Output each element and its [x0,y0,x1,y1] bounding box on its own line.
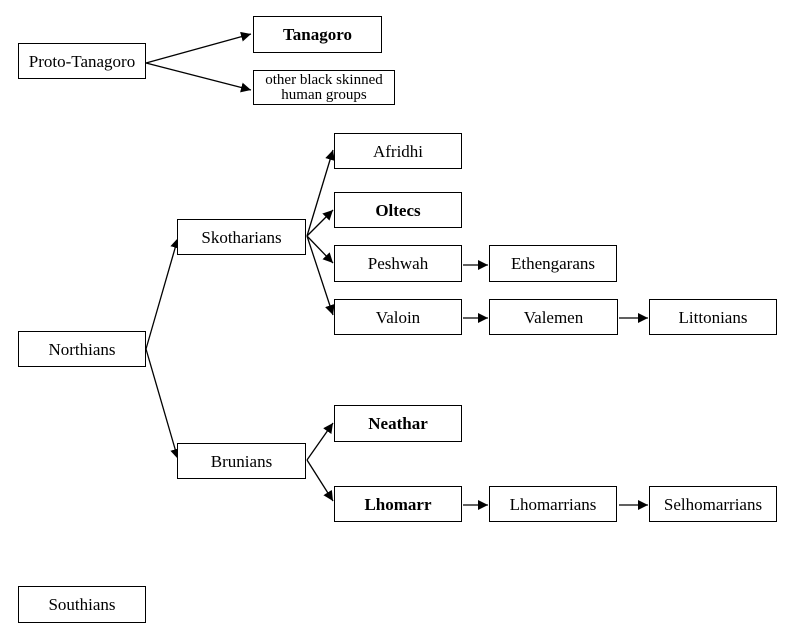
arrow-skotharians-to-valoin [306,235,335,316]
arrow-northians-to-skotharians [145,237,181,350]
node-ethengarans: Ethengarans [489,245,617,282]
node-proto-tanagoro: Proto-Tanagoro [18,43,146,79]
node-selhomarrians: Selhomarrians [649,486,777,522]
arrow-skotharians-to-afridhi [306,149,335,237]
node-valoin: Valoin [334,299,462,335]
arrow-skotharians-to-oltecs [306,209,334,237]
node-lhomarrians: Lhomarrians [489,486,617,522]
node-afridhi: Afridhi [334,133,462,169]
node-valemen: Valemen [489,299,618,335]
arrow-brunians-to-lhomarr [306,459,334,502]
node-other-black-skinned-human-groups: other black skinned human groups [253,70,395,105]
node-skotharians: Skotharians [177,219,306,255]
node-northians: Northians [18,331,146,367]
node-lhomarr: Lhomarr [334,486,462,522]
node-neathar: Neathar [334,405,462,442]
node-tanagoro: Tanagoro [253,16,382,53]
arrow-skotharians-to-peshwah [306,235,334,264]
arrow-proto-tanagoro-to-tanagoro [145,31,252,64]
node-peshwah: Peshwah [334,245,462,282]
arrow-proto-tanagoro-to-other-black [145,62,252,93]
node-littonians: Littonians [649,299,777,335]
node-southians: Southians [18,586,146,623]
arrow-northians-to-brunians [145,348,181,460]
node-oltecs: Oltecs [334,192,462,228]
arrow-brunians-to-neathar [306,422,334,461]
node-brunians: Brunians [177,443,306,479]
